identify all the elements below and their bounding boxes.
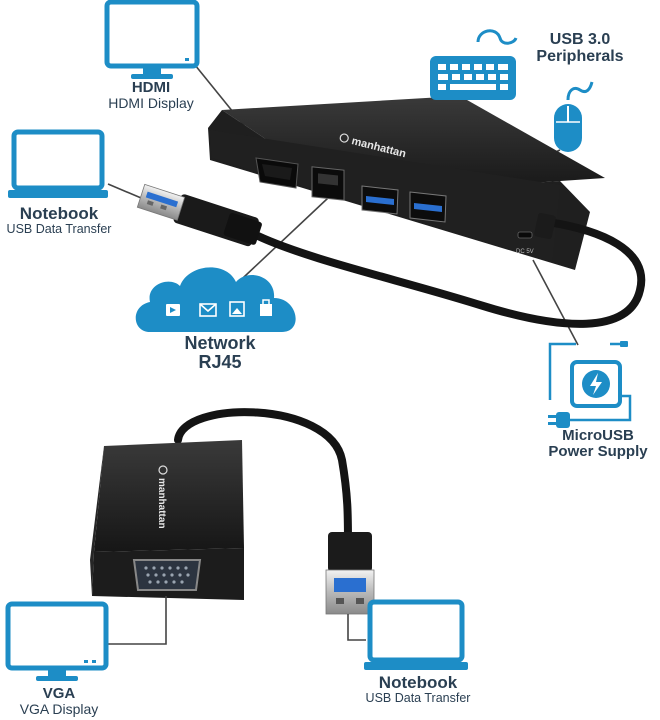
hdmi-label: HDMI HDMI Display — [96, 80, 206, 110]
keyboard-icon — [430, 29, 518, 100]
power-subtitle: Power Supply — [548, 442, 648, 460]
network-label: Network RJ45 — [160, 334, 280, 372]
network-title: Network — [184, 333, 256, 353]
usb3-port-1 — [361, 185, 399, 215]
hdmi-port — [255, 157, 299, 189]
monitor-icon — [104, 0, 200, 79]
usb3-subtitle: Peripherals — [536, 47, 624, 65]
notebook-bottom-label: Notebook USB Data Transfer — [358, 674, 478, 705]
notebook-bottom-subtitle: USB Data Transfer — [365, 690, 471, 705]
vga-subtitle: VGA Display — [19, 700, 99, 717]
power-supply-icon — [548, 341, 632, 428]
notebook-top-subtitle: USB Data Transfer — [6, 221, 112, 236]
notebook-top-label: Notebook USB Data Transfer — [0, 205, 118, 236]
usb-plug-bottom — [325, 532, 375, 615]
brand-text-bottom: manhattan — [156, 478, 167, 529]
hub-cable — [254, 218, 646, 328]
vga-port — [132, 559, 202, 591]
vga-cable — [174, 408, 352, 549]
plug-icon — [548, 412, 570, 428]
micro-usb-port: DC 5V — [516, 231, 534, 255]
cable-strain-relief — [534, 212, 556, 240]
hdmi-title: HDMI — [131, 79, 171, 96]
notebook-bottom-title: Notebook — [378, 673, 458, 692]
notebook-top-title: Notebook — [19, 204, 99, 223]
brand-logo-bottom: manhattan — [156, 465, 168, 529]
usb-plug-top — [136, 183, 262, 247]
hdmi-subtitle: HDMI Display — [108, 94, 194, 111]
vga-adapter-device: manhattan — [90, 440, 244, 600]
power-title: MicroUSB — [562, 427, 634, 444]
rj45-port — [311, 166, 345, 201]
vga-title: VGA — [42, 685, 76, 702]
monitor-icon-vga — [5, 601, 109, 681]
vga-label: VGA VGA Display — [0, 686, 118, 716]
usb3-port-2 — [409, 191, 447, 223]
mouse-icon — [554, 81, 594, 152]
dc-label: DC 5V — [516, 249, 534, 255]
network-subtitle: RJ45 — [198, 351, 242, 372]
usb3-title: USB 3.0 — [549, 31, 611, 48]
laptop-icon-bottom — [364, 599, 468, 670]
usb3-label: USB 3.0 Peripherals — [530, 31, 630, 66]
power-label: MicroUSB Power Supply — [540, 428, 656, 460]
cloud-icon — [135, 267, 296, 332]
laptop-icon — [8, 129, 108, 198]
connector-lines-bottom — [108, 596, 366, 645]
usb-hub-device: manhattan DC 5V — [208, 96, 605, 270]
